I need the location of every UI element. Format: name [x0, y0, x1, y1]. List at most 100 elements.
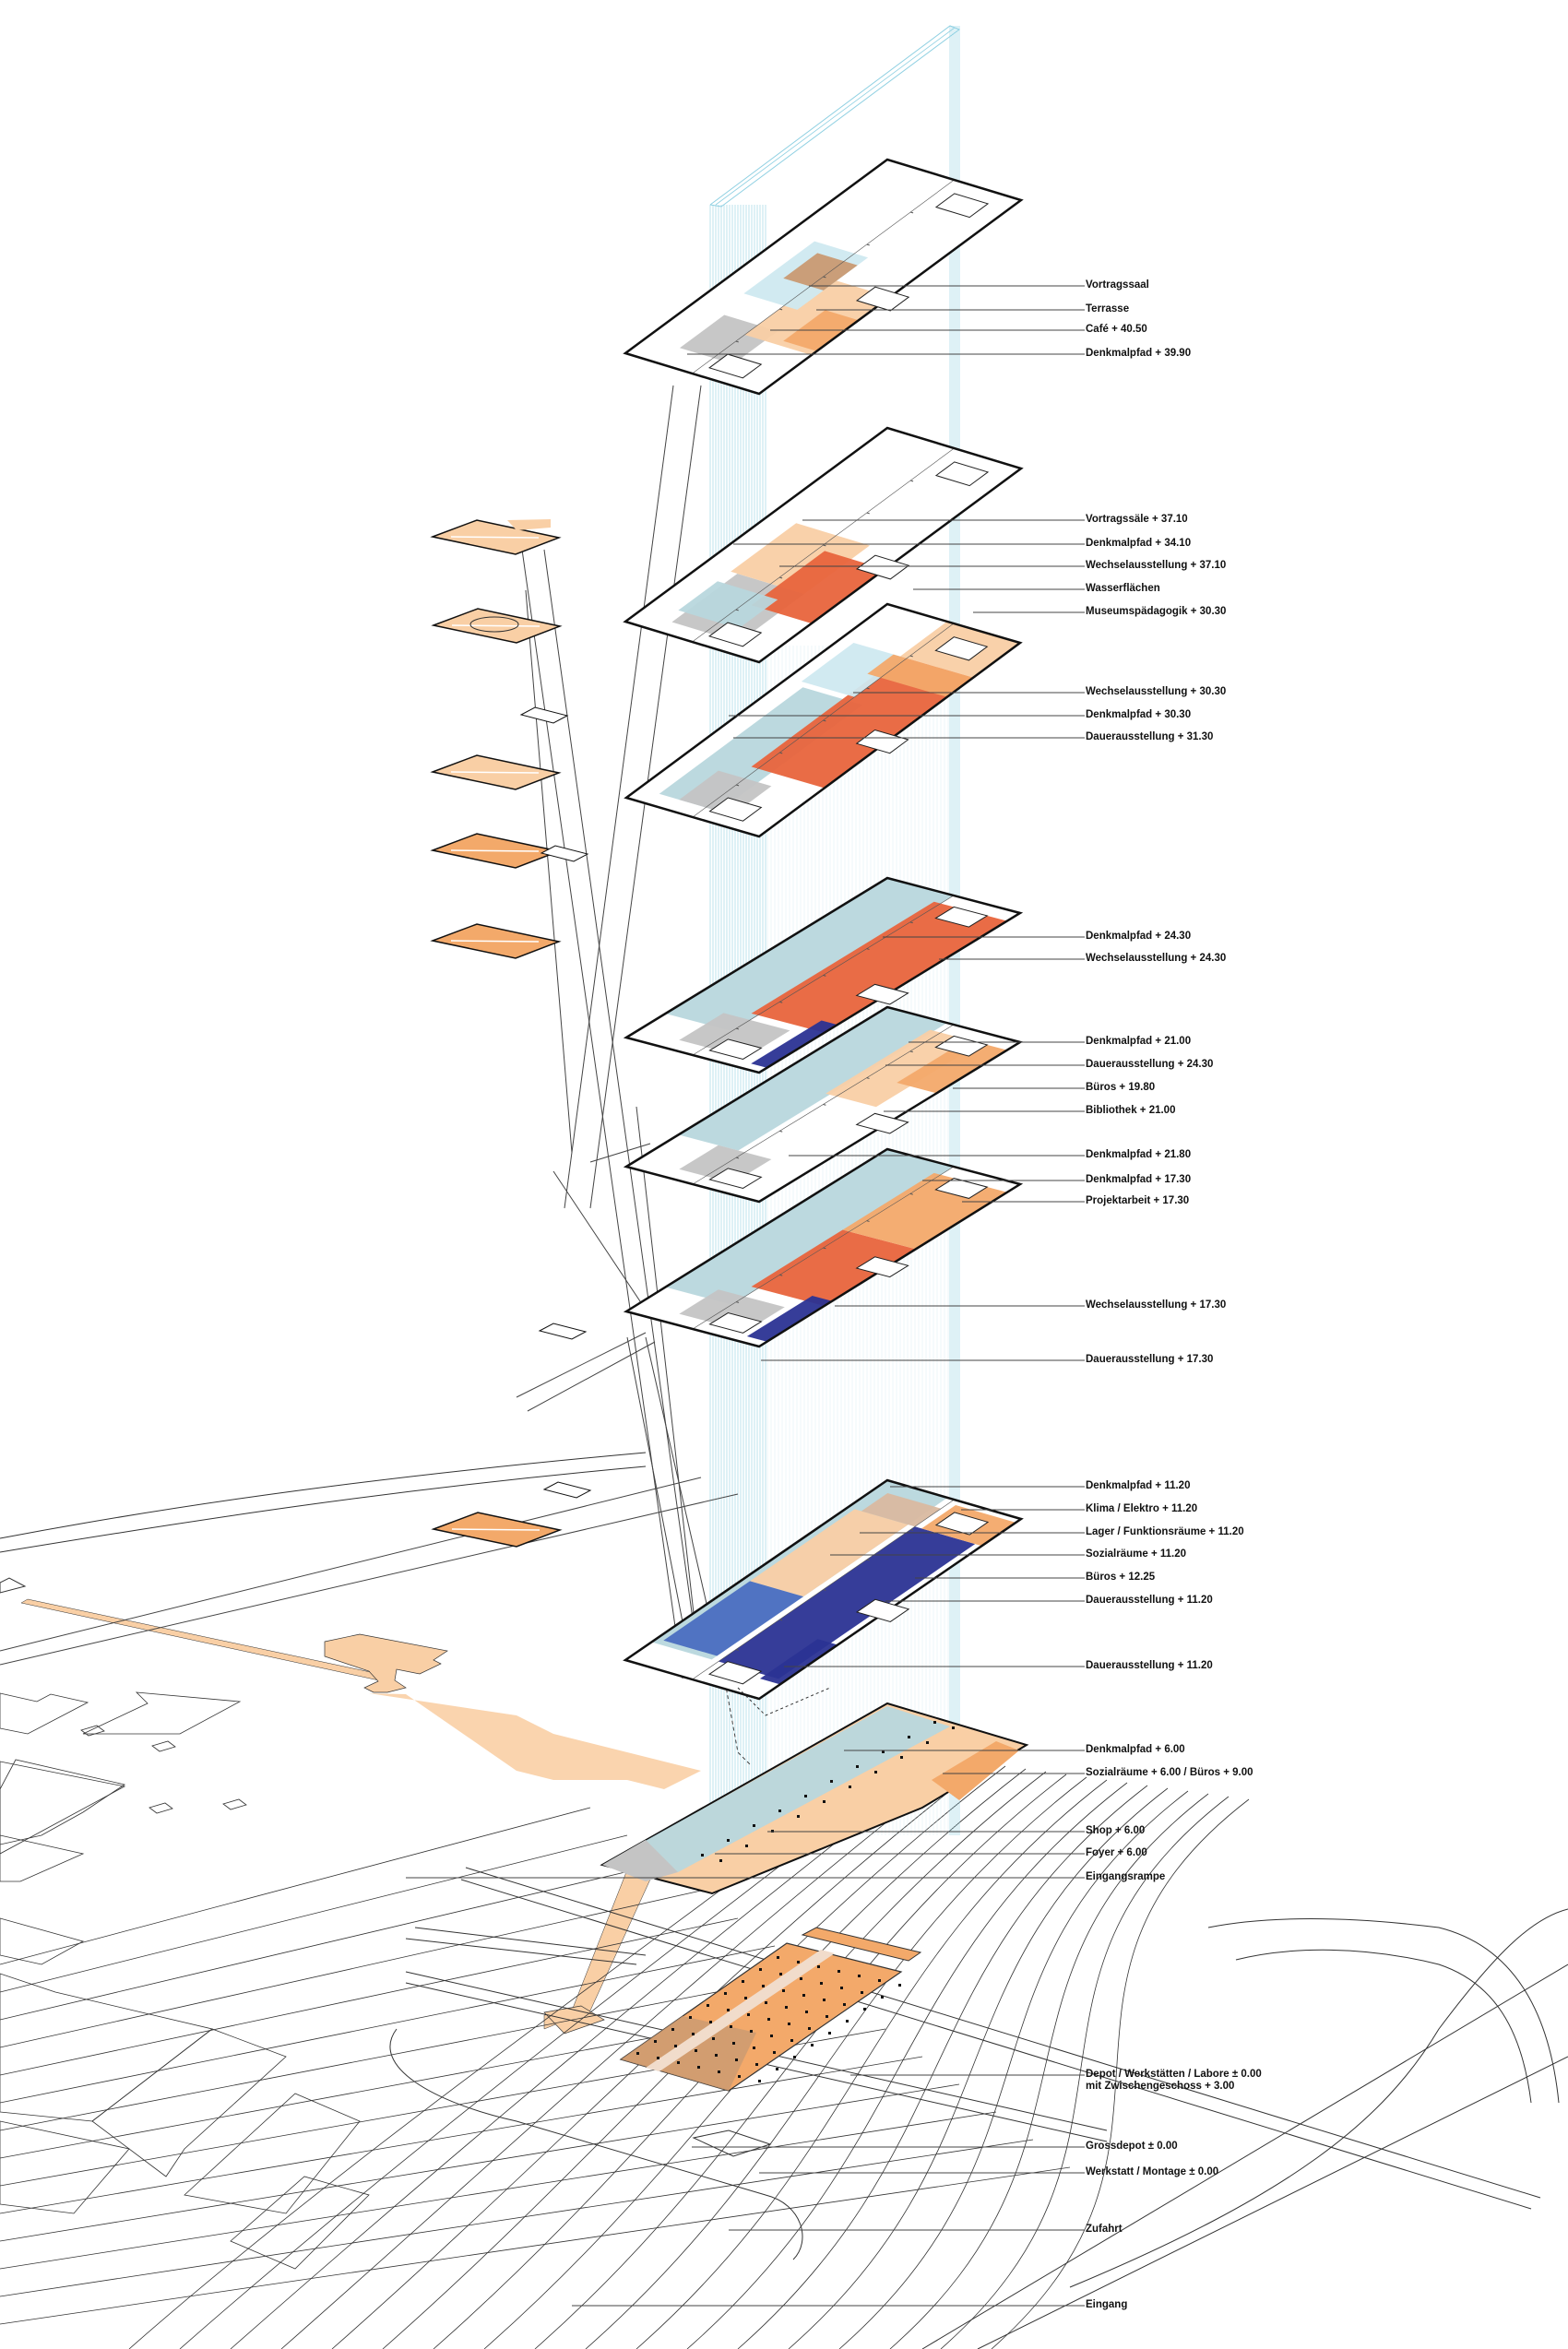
zone-light_orange — [750, 1509, 909, 1597]
column — [735, 2058, 738, 2061]
zone-navy — [751, 1020, 837, 1068]
callout-label: Klima / Elektro + 11.20 — [1086, 1503, 1197, 1515]
callout-label: Vortragssaal — [1086, 279, 1149, 291]
callout-text: Dauerausstellung + 24.30 — [1086, 1059, 1214, 1070]
plate-37-10 — [623, 426, 1024, 664]
column — [767, 2018, 770, 2021]
site-building — [0, 1973, 213, 2122]
track-line — [0, 2056, 923, 2214]
callout-text: Wechselausstellung + 30.30 — [1086, 686, 1227, 697]
connector-line — [552, 1170, 647, 1311]
site-building — [91, 2028, 287, 2177]
callout-label: Werkstatt / Montage ± 0.00 — [1086, 2166, 1218, 2178]
callout-text: Terrasse — [1086, 303, 1130, 314]
column — [858, 1975, 861, 1977]
track-line — [0, 1807, 591, 1965]
connector-line — [0, 1477, 702, 1652]
column — [715, 2054, 718, 2057]
wall — [823, 544, 826, 547]
wall — [692, 895, 955, 1056]
column — [874, 1771, 877, 1774]
ground-path-link — [369, 1693, 701, 1789]
wall — [910, 211, 914, 214]
callout-text: Depot / Werkstätten / Labore ± 0.00 — [1086, 2069, 1262, 2080]
plate-outline — [623, 1147, 1024, 1348]
callout-text: Denkmalpfad + 21.80 — [1086, 1149, 1192, 1160]
site-building — [0, 1834, 85, 1882]
zone-mid_orange — [932, 1741, 1019, 1800]
wall — [823, 1589, 826, 1591]
column — [692, 2033, 695, 2035]
plate-outline — [623, 158, 1024, 396]
road-edge — [977, 2056, 1568, 2349]
site-object — [80, 1725, 105, 1737]
column — [861, 1991, 863, 1994]
wall — [692, 1166, 955, 1330]
rail-track — [788, 1787, 1169, 2349]
column — [762, 1985, 765, 1987]
side-plate-corridor — [450, 536, 540, 539]
callout-label: Dauerausstellung + 11.20 — [1086, 1660, 1213, 1672]
callout-label: Sozialräume + 11.20 — [1086, 1548, 1186, 1560]
zone-light_orange — [731, 523, 870, 594]
rail-track — [280, 1760, 966, 2349]
floor-plates — [600, 158, 1029, 1895]
site-building — [184, 2093, 361, 2214]
rail-track — [889, 1793, 1209, 2349]
column — [788, 2023, 790, 2025]
wall — [779, 1130, 783, 1133]
column — [776, 2068, 778, 2070]
site-building — [0, 2120, 130, 2214]
zone-gray — [602, 1840, 678, 1881]
stair-plate — [519, 706, 569, 724]
track-line — [0, 1890, 702, 2048]
zone-mid_orange — [867, 654, 974, 697]
callout-label: Denkmalpfad + 6.00 — [1086, 1744, 1185, 1756]
stair-core — [855, 1256, 909, 1278]
wall — [866, 948, 870, 950]
wall — [909, 921, 913, 924]
connector-line — [636, 1106, 702, 1679]
connector-line — [525, 589, 573, 1154]
column — [755, 2063, 758, 2066]
callout-text: Sozialräume + 11.20 — [1086, 1548, 1186, 1560]
connector-line — [564, 385, 674, 1209]
stair-core — [934, 636, 989, 661]
zone-red — [751, 656, 974, 789]
callout-text: Klima / Elektro + 11.20 — [1086, 1503, 1198, 1514]
callout-label: Dauerausstellung + 24.30 — [1086, 1059, 1213, 1071]
road-curve — [1069, 1908, 1568, 2288]
callout-text: Dauerausstellung + 11.20 — [1086, 1660, 1213, 1671]
callout-text: Zufahrt — [1086, 2224, 1123, 2235]
side-plate-corridor — [451, 1528, 540, 1531]
wall — [909, 655, 913, 658]
column — [811, 2044, 814, 2046]
wall — [909, 1050, 913, 1053]
track-line — [0, 2111, 997, 2270]
callout-label: Denkmalpfad + 11.20 — [1086, 1480, 1190, 1492]
column — [782, 1989, 785, 1992]
callout-label: Foyer + 6.00 — [1086, 1847, 1147, 1859]
column — [778, 1809, 781, 1812]
callout-text: Büros + 12.25 — [1086, 1572, 1156, 1583]
callout-label: Wechselausstellung + 17.30 — [1086, 1299, 1226, 1311]
column — [744, 1997, 747, 1999]
column — [878, 1979, 881, 1982]
depot-aisle — [646, 1950, 835, 2071]
column — [830, 1780, 833, 1783]
track-line — [0, 1834, 628, 1993]
column — [753, 1824, 755, 1827]
column — [712, 2037, 715, 2040]
column — [724, 1992, 727, 1995]
wall — [866, 1077, 870, 1079]
column — [823, 1999, 826, 2001]
column — [759, 1968, 762, 1971]
stair-plate — [542, 1481, 592, 1499]
stair-core — [708, 1038, 763, 1061]
callout-label: Denkmalpfad + 34.10 — [1086, 538, 1191, 550]
column — [793, 2056, 796, 2058]
column — [765, 2001, 767, 2004]
connector-line — [543, 549, 702, 1679]
column — [695, 2049, 697, 2052]
column — [900, 1756, 903, 1759]
